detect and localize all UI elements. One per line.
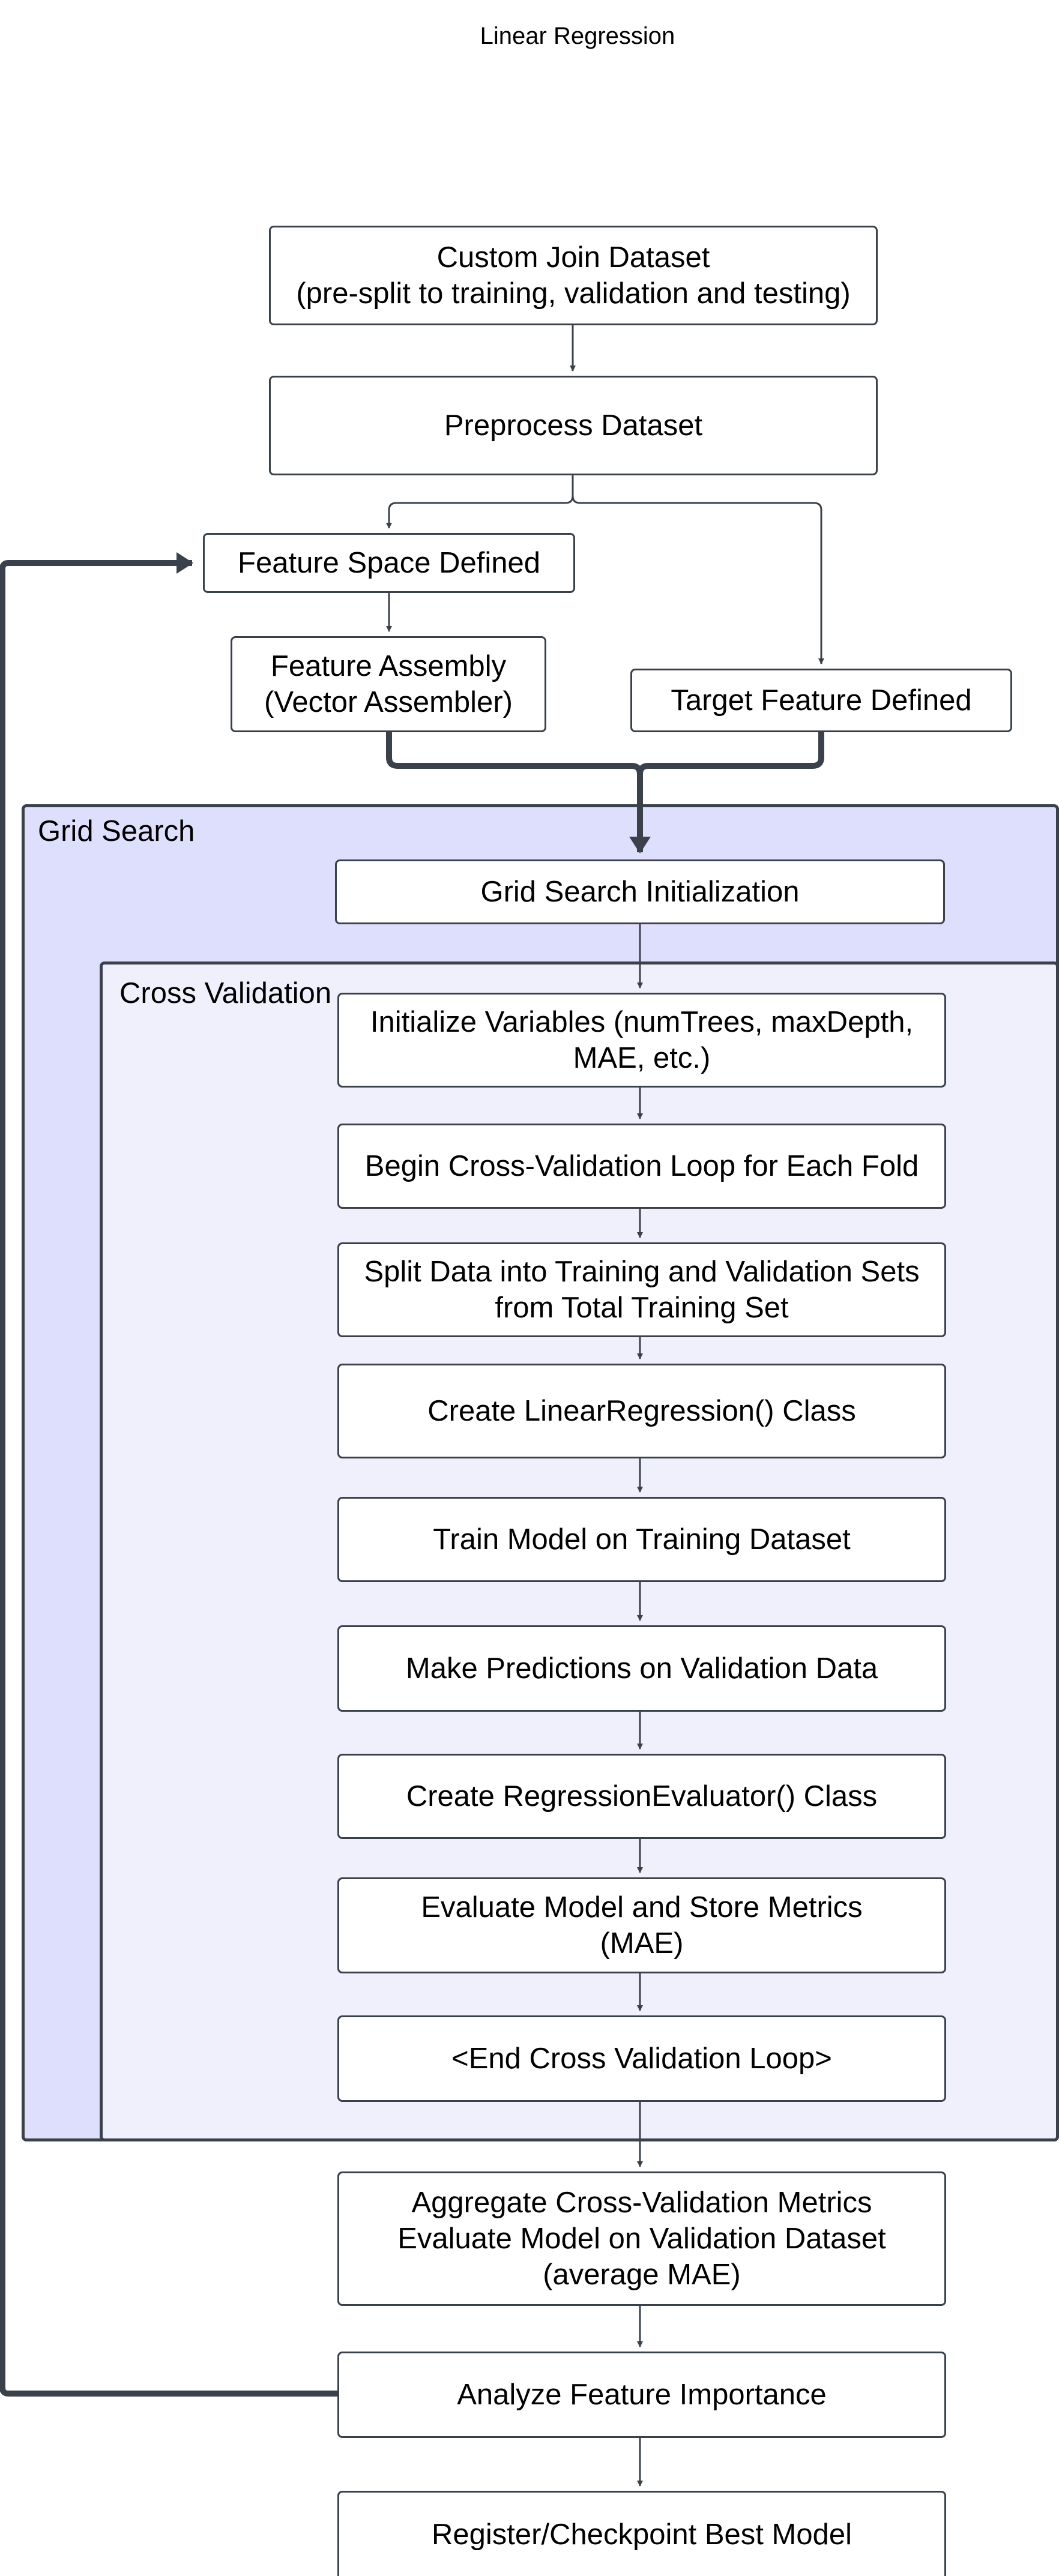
feature-assembly-node: Feature Assembly (Vector Assembler): [231, 636, 546, 732]
cross-validation-label: Cross Validation: [119, 977, 332, 1010]
page-title: Linear Regression: [480, 23, 675, 49]
edge-preprocess-to-target: [572, 475, 824, 664]
initialize-variables-node: Initialize Variables (numTrees, maxDepth…: [337, 993, 946, 1088]
edge-preprocess-to-feature-space: [386, 475, 574, 529]
begin-cross-validation-loop-node: Begin Cross-Validation Loop for Each Fol…: [337, 1124, 946, 1209]
edge-merge-target: [637, 732, 824, 775]
create-regression-evaluator-node: Create RegressionEvaluator() Class: [337, 1754, 946, 1839]
aggregate-metrics-node: Aggregate Cross-Validation Metrics Evalu…: [337, 2171, 946, 2306]
edge-loop-back-to-feature-space: [0, 552, 337, 2397]
evaluate-model-node: Evaluate Model and Store Metrics (MAE): [337, 1877, 946, 1973]
preprocess-dataset-node: Preprocess Dataset: [269, 376, 878, 475]
custom-join-dataset-node: Custom Join Dataset (pre-split to traini…: [269, 226, 878, 325]
grid-search-label: Grid Search: [38, 815, 195, 847]
create-linear-regression-node: Create LinearRegression() Class: [337, 1364, 946, 1458]
grid-search-initialization-node: Grid Search Initialization: [335, 859, 945, 924]
edge-merge-assembly: [386, 732, 651, 853]
register-best-model-node: Register/Checkpoint Best Model: [337, 2491, 946, 2576]
end-cross-validation-loop-node: <End Cross Validation Loop>: [337, 2015, 946, 2102]
train-model-node: Train Model on Training Dataset: [337, 1497, 946, 1582]
split-data-node: Split Data into Training and Validation …: [337, 1242, 946, 1337]
make-predictions-node: Make Predictions on Validation Data: [337, 1625, 946, 1712]
target-feature-defined-node: Target Feature Defined: [630, 669, 1012, 732]
analyze-feature-importance-node: Analyze Feature Importance: [337, 2352, 946, 2438]
feature-space-defined-node: Feature Space Defined: [203, 533, 575, 593]
